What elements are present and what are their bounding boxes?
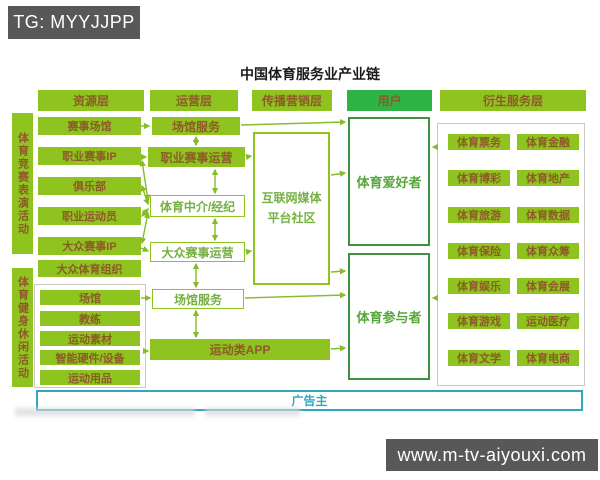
- group-box-venues: 场馆: [40, 290, 140, 305]
- header-resource-layer: 资源层: [38, 90, 144, 111]
- resource-box-pro-event-ip: 职业赛事IP: [38, 147, 141, 165]
- advertiser-bar: 广告主: [36, 390, 583, 411]
- header-user-layer: 用户: [347, 90, 432, 111]
- group-box-sporting-goods: 运动用品: [40, 370, 140, 385]
- blurred-source-text: [15, 408, 195, 416]
- derivative-item-crowdfunding: 体育众筹: [517, 243, 579, 259]
- resource-box-pro-athletes: 职业运动员: [38, 207, 141, 225]
- diagram-title: 中国体育服务业产业链: [240, 66, 380, 82]
- resource-box-mass-event-ip: 大众赛事IP: [38, 237, 141, 255]
- header-operation-layer: 运营层: [150, 90, 238, 111]
- derivative-item-entertainment: 体育娱乐: [448, 278, 510, 294]
- derivative-item-finance: 体育金融: [517, 134, 579, 150]
- header-marketing-layer: 传播营销层: [252, 90, 332, 111]
- operation-box-pro-event-ops: 职业赛事运营: [148, 147, 245, 167]
- user-box-participant: 体育参与者: [348, 253, 430, 380]
- watermark-top-left: TG: MYYJJPP: [8, 6, 140, 39]
- derivative-item-games: 体育游戏: [448, 313, 510, 329]
- derivative-item-real-estate: 体育地产: [517, 170, 579, 186]
- header-derivative-layer: 衍生服务层: [440, 90, 586, 111]
- group-box-sport-content: 运动素材: [40, 331, 140, 346]
- derivative-item-ecommerce: 体育电商: [517, 350, 579, 366]
- side-label-fitness: 体育健身休闲活动: [12, 268, 33, 387]
- operation-box-venue-service-bottom: 场馆服务: [152, 289, 244, 309]
- resource-box-venues: 赛事场馆: [38, 117, 141, 135]
- group-box-smart-hardware: 智能硬件/设备: [40, 350, 140, 365]
- derivative-item-tourism: 体育旅游: [448, 207, 510, 223]
- resource-box-mass-sport-org: 大众体育组织: [38, 260, 141, 277]
- platform-box-internet-media: 互联网媒体平台社区: [253, 132, 330, 285]
- watermark-url: www.m-tv-aiyouxi.com: [386, 439, 598, 471]
- operation-box-agency: 体育中介/经纪: [150, 195, 245, 217]
- derivative-item-ticketing: 体育票务: [448, 134, 510, 150]
- derivative-item-exhibition: 体育会展: [517, 278, 579, 294]
- derivative-item-lottery: 体育博彩: [448, 170, 510, 186]
- derivative-item-data: 体育数据: [517, 207, 579, 223]
- operation-box-mass-event-ops: 大众赛事运营: [150, 242, 245, 262]
- user-box-enthusiast: 体育爱好者: [348, 117, 430, 246]
- derivative-item-medical: 运动医疗: [517, 313, 579, 329]
- side-label-competition: 体育竞赛表演活动: [12, 113, 33, 254]
- resource-box-clubs: 俱乐部: [38, 177, 141, 195]
- blurred-source-text: [205, 408, 300, 416]
- operation-box-sports-app: 运动类APP: [150, 339, 330, 360]
- derivative-item-insurance: 体育保险: [448, 243, 510, 259]
- derivative-item-literature: 体育文学: [448, 350, 510, 366]
- group-box-coaches: 教练: [40, 311, 140, 326]
- operation-box-venue-service-top: 场馆服务: [152, 117, 240, 135]
